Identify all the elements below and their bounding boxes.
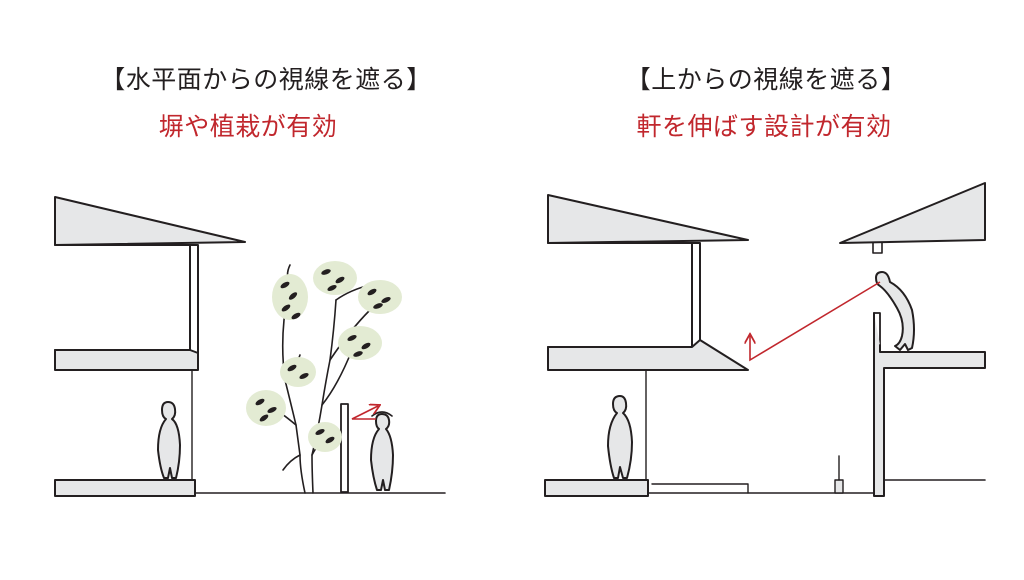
upper-wall <box>54 244 191 351</box>
ground-floor-slab <box>54 479 196 497</box>
low-step <box>651 483 749 494</box>
ground-floor-slab-left-house <box>544 479 649 497</box>
roof-right-house <box>839 182 986 244</box>
panel-title-upper: 【上からの視線を遮る】 <box>625 65 907 94</box>
right-scene <box>544 182 986 497</box>
panel-upper-view: 【上からの視線を遮る】 軒を伸ばす設計が有効 <box>512 0 1024 580</box>
upper-wall-inner-left-house <box>691 242 701 341</box>
right-house-inner-wall <box>883 372 986 481</box>
fence-post <box>340 403 349 493</box>
person-balcony <box>875 271 915 351</box>
balcony-parapet <box>873 312 881 346</box>
roof <box>54 196 246 246</box>
extended-eave <box>547 339 749 371</box>
panel-subtitle-horizontal: 塀や植栽が有効 <box>158 112 338 141</box>
upper-wall-inner <box>189 244 199 354</box>
person-inside <box>157 401 181 479</box>
hat <box>371 411 393 417</box>
panel-horizontal-view: 【水平面からの視線を遮る】 塀や植栽が有効 <box>100 65 431 141</box>
roof-left-house <box>547 194 749 244</box>
panel-subtitle-upper: 軒を伸ばす設計が有効 <box>636 112 892 141</box>
sightline-horizontal <box>351 406 378 420</box>
upper-wall-left-house <box>547 242 693 348</box>
sightline-upper <box>750 281 881 362</box>
left-scene <box>54 196 446 497</box>
panel-title-horizontal: 【水平面からの視線を遮る】 <box>100 65 432 94</box>
balcony-slab <box>873 312 986 497</box>
gutter <box>872 242 883 254</box>
upper-floor-slab <box>54 349 199 371</box>
courtyard-post <box>834 479 844 494</box>
person-inside-left-house <box>607 395 633 479</box>
person-outside <box>370 413 394 491</box>
